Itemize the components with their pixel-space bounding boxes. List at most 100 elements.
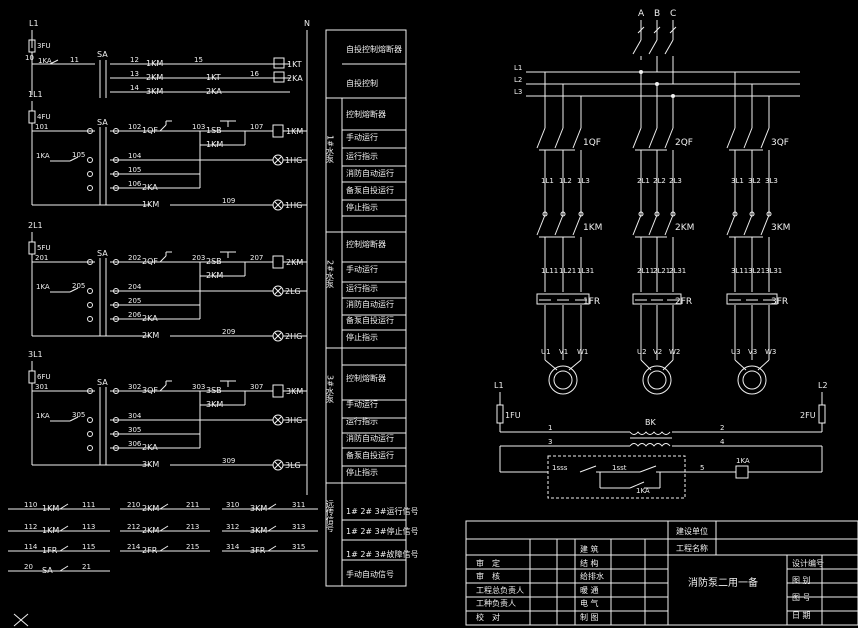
wire [274,416,282,424]
contact-label: 2KM [142,331,159,340]
legend-row-label: 手动运行 [346,399,378,409]
wire-label: 11 [70,56,79,64]
overload-relay [536,293,590,305]
transformer-primary [629,431,671,435]
contact-label: 1KM [142,200,159,209]
terminal-icon [749,211,755,217]
wire [726,214,736,236]
wire [664,127,674,149]
wire-label: 2L1 [637,177,650,185]
motor-icon [737,365,767,395]
title-block-frame [465,520,858,626]
contact-box [547,455,686,499]
wire-label: 306 [128,440,142,448]
legend-row-label: 控制熔断器 [346,373,386,383]
transformer-label: BK [645,418,656,427]
label: 215 [186,543,199,551]
switch-contact-icon [113,431,119,437]
legend-row-label: 控制熔断器 [346,239,386,249]
wire [572,214,582,236]
label: 313 [292,523,305,531]
switch-contact-icon [113,157,119,163]
wire-label: 15 [194,56,203,64]
wire [159,545,169,552]
label: 314 [226,543,240,551]
legend-row-label: 手动自动信号 [346,569,394,579]
field-label: 图 号 [792,593,811,602]
hold-contact-label: 1KM [206,140,223,149]
wire [69,287,79,293]
legend-row-label: 消防自动运行 [346,168,394,178]
terminal-label: V1 [559,348,568,356]
motor-icon [548,365,578,395]
switch-contact-icon [87,259,93,265]
legend-group-label: 2#水泵 [326,260,335,288]
label: 214 [127,543,141,551]
aux-l2-label: L2 [818,381,828,390]
wire-label: 103 [192,123,205,131]
legend-frame [325,29,407,587]
wire [760,127,770,149]
wire [632,214,642,236]
legend-group-label: 1#水泵 [326,135,335,163]
role-label: 审 定 [476,558,500,568]
hold-contact-label: 2KM [206,271,223,280]
relay-label: 1KA [36,152,50,160]
coil-1ka [735,465,749,479]
switch-contact-icon [87,157,93,163]
aux-circuit: L1 L2 1FU 2FU 1 2 BK 3 4 1sss 1sst 5 [494,381,828,499]
legend-row-label: 停止指示 [346,332,378,342]
wire [572,127,582,149]
contact-label: 3KM [142,460,159,469]
contact-label: 1KM [146,59,163,68]
wire [69,156,79,162]
wire-label: 206 [128,311,142,319]
discipline-label: 制 图 [580,612,599,622]
bus-right-label: N [304,19,310,28]
legend-row-label: 消防自动运行 [346,433,394,443]
wire [669,26,677,34]
legend-row-label: 备泵自投运行 [346,450,394,460]
switch-1sst: 1sst [612,464,627,472]
contact-label: 1KM [42,504,59,513]
motor-icon-inner [553,370,573,390]
switch-contact-icon [113,417,119,423]
contact-label: 3FR [250,546,266,555]
wire-label: 3L31 [765,267,782,275]
terminal-label: W1 [577,348,588,356]
wire-label: 203 [192,254,205,262]
wire [159,124,167,132]
switch-contact-icon [87,417,93,423]
wire-label: 205 [72,282,85,290]
wire-label: 4 [720,438,725,446]
fuse-1fu [496,404,504,424]
wire [59,565,69,572]
coil-2ka [273,71,285,83]
wire-label: 307 [250,383,263,391]
legend-group-label: 3#水泵 [326,375,335,403]
contact-label: 1KT [206,73,221,82]
legend-row-label: 运行指示 [346,283,378,293]
wire-label: 101 [35,123,48,131]
wire-label: 105 [128,166,141,174]
legend-row-label: 备泵自投运行 [346,185,394,195]
switch-contact-icon [87,431,93,437]
wire-label: 303 [192,383,205,391]
contact-label: 3KM [250,526,267,535]
drawing-title: 消防泵二用一备 [688,576,758,589]
motor-icon [642,365,672,395]
start-contact-label: 3QF [142,386,158,395]
terminal-icon [578,211,584,217]
terminal-label: V2 [653,348,662,356]
breaker-label: 2QF [675,138,693,148]
contactor-label: 2KM [675,223,694,233]
wire [159,503,169,510]
wire [69,416,79,422]
label: 110 [24,501,37,509]
